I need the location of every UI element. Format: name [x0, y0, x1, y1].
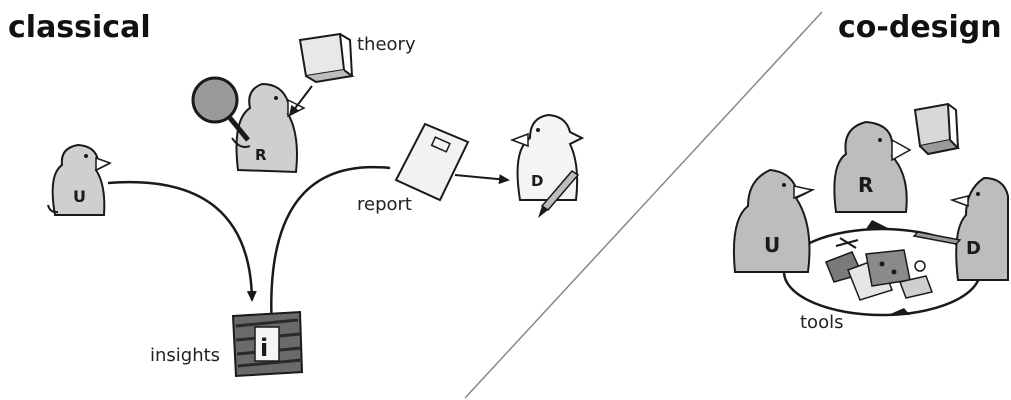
insights-icon: i: [231, 310, 304, 378]
insights-letter: i: [260, 334, 268, 362]
designer-letter: D: [531, 172, 543, 190]
codesign-researcher-letter: R: [858, 173, 873, 197]
report-document-icon: [394, 122, 470, 202]
insights-to-report-curve: [270, 165, 391, 331]
divider-line: [464, 11, 823, 399]
user-to-insights-arrow: [107, 180, 257, 302]
codesign-user-letter: U: [764, 233, 780, 257]
user-letter: U: [73, 187, 86, 206]
designer-figure: D: [509, 113, 585, 201]
co-design-title: co-design: [838, 10, 1002, 45]
tools-pile-icon: [825, 237, 934, 301]
report-arrow: [454, 174, 510, 185]
computer-icon: [298, 32, 355, 84]
theory-label: theory: [357, 34, 416, 55]
codesign-user-figure: U: [732, 168, 816, 273]
codesign-designer-letter: D: [966, 238, 981, 259]
pencil-icon: [538, 170, 580, 218]
report-label: report: [357, 194, 412, 215]
insights-label: insights: [150, 345, 221, 366]
magnifying-glass-icon: [191, 76, 251, 148]
classical-title: classical: [8, 10, 151, 45]
codesign-computer-icon: [913, 102, 961, 156]
theory-arrow: [288, 85, 313, 117]
codesign-researcher-figure: R: [833, 120, 912, 213]
researcher-figure: R: [235, 82, 306, 174]
codesign-designer-figure: D: [949, 176, 1009, 281]
codesign-pencil-icon: [912, 231, 962, 245]
user-figure: U: [47, 143, 112, 216]
tools-label: tools: [800, 312, 844, 333]
researcher-letter: R: [255, 146, 267, 164]
